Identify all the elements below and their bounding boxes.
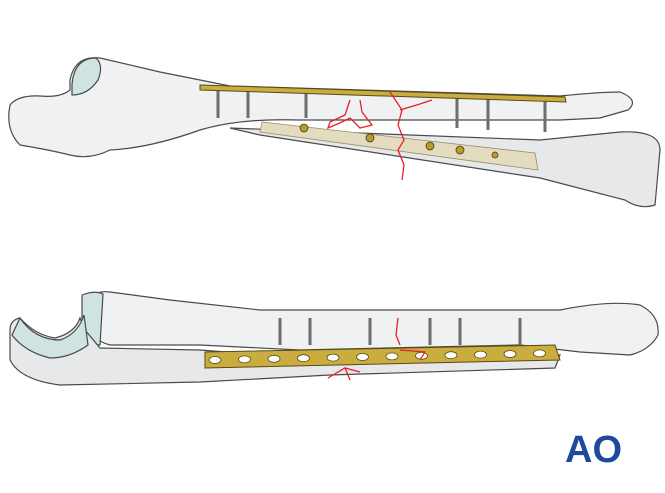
- fracture-line-ulna-lateral: [327, 349, 427, 381]
- radius-bone: [229, 127, 661, 208]
- plate-hole: [356, 353, 369, 361]
- plate-hole: [533, 349, 546, 358]
- plate-hole: [208, 356, 222, 364]
- ghost-plate-screws: [299, 123, 499, 159]
- screws-bottom: [278, 318, 522, 345]
- plate-hole: [474, 350, 487, 359]
- plate-hole: [238, 355, 251, 364]
- plate-hole: [503, 350, 517, 358]
- fracture-line-ulna: [326, 99, 374, 130]
- olecranon-cartilage: [11, 314, 89, 359]
- plate-hole: [297, 354, 310, 363]
- lateral-plate: [204, 344, 561, 369]
- top-view: [8, 57, 661, 208]
- dorsal-plate: [199, 84, 567, 103]
- radius-bone-lateral: [87, 291, 659, 356]
- plate-holes: [208, 349, 546, 364]
- ulna-cartilage: [71, 57, 102, 96]
- ulna-bone-lateral: [9, 316, 561, 386]
- svg-text:AO: AO: [565, 429, 622, 471]
- fracture-line-radius: [389, 91, 433, 181]
- plate-hole: [385, 352, 399, 361]
- fracture-line-radius-lateral: [395, 317, 401, 346]
- ghost-plate: [259, 121, 539, 171]
- ao-logo: AO: [565, 429, 622, 471]
- bottom-view: [9, 291, 659, 386]
- plate-hole: [444, 351, 458, 360]
- plate-hole: [326, 353, 340, 362]
- ulna-bone: [8, 57, 634, 158]
- plate-hole: [267, 354, 281, 363]
